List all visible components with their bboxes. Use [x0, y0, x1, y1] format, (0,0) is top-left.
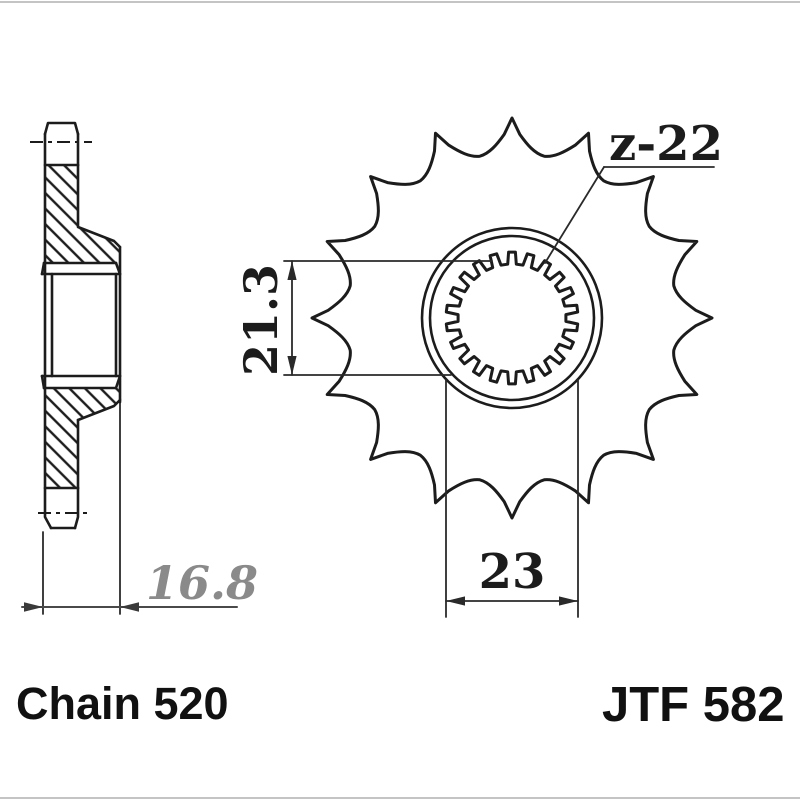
spline-bore-outline: [444, 250, 580, 386]
section-top-tooth: [43, 121, 80, 136]
section-bore-chamfer-bottom: [40, 374, 122, 390]
bore-arrow-up: [287, 261, 297, 280]
part-number-label: JTF 582: [602, 678, 784, 732]
hub-boss-inner-circle: [428, 234, 596, 402]
sprocket-teeth-outline: [310, 116, 714, 520]
section-hatch-upper: [45, 165, 120, 263]
teeth-count-text: z-22: [609, 116, 723, 172]
chain-size-label: Chain 520: [16, 678, 229, 729]
spline-dimension-text: 23: [479, 544, 546, 600]
section-bore-chamfer-top: [40, 261, 122, 276]
width-arrow-left: [24, 602, 43, 612]
teeth-count-callout: z-22: [544, 116, 723, 264]
side-section-view: [30, 121, 122, 615]
section-flange-bottom: [76, 398, 122, 422]
dimension-width: 16.8: [21, 531, 258, 615]
section-hatch-lower: [45, 388, 120, 488]
dimension-spline-outer: 23: [445, 379, 579, 618]
bore-dimension-text: 21.3: [234, 264, 288, 376]
width-dimension-text: 16.8: [146, 556, 258, 610]
hub-boss-outer-circle: [420, 226, 604, 410]
section-left-edge: [43, 132, 53, 530]
spline-arrow-right: [559, 596, 578, 606]
bore-arrow-down: [287, 356, 297, 375]
section-flange-top: [76, 163, 122, 249]
width-arrow-right: [120, 602, 139, 612]
spline-arrow-left: [446, 596, 465, 606]
callout-leader-line: [544, 166, 605, 264]
dimension-bore: 21.3: [234, 260, 493, 376]
front-view: [310, 116, 714, 520]
section-bottom-tooth-right: [73, 486, 80, 530]
